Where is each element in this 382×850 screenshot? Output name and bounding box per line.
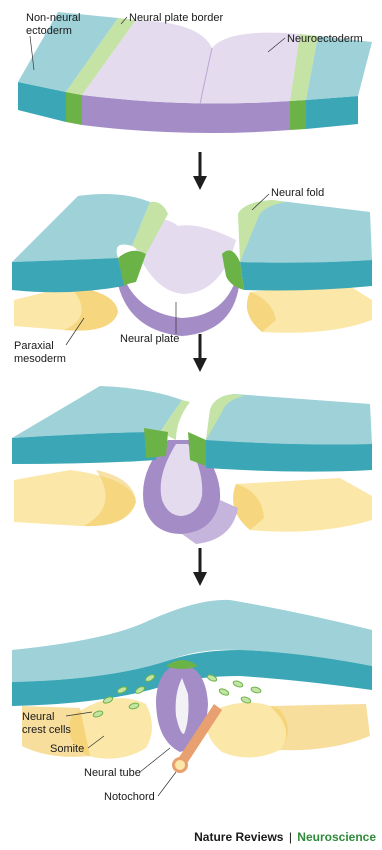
arrow-down-icon	[193, 548, 207, 586]
neural-crest-cell	[232, 680, 243, 688]
label-neuroectoderm: Neuroectoderm	[287, 33, 363, 45]
neural-crest-cell	[250, 686, 261, 694]
label-neural-plate: Neural plate	[120, 333, 179, 345]
stage3-ectoderm-left-front	[12, 432, 160, 464]
stage1-front-ectoderm-right	[306, 96, 358, 129]
credit-section: Neuroscience	[297, 830, 376, 844]
stage1-front-border-left	[66, 92, 82, 125]
stage4-notochord	[174, 759, 187, 772]
stage4-somite-right-side	[270, 704, 370, 750]
label-neural-tube: Neural tube	[84, 767, 141, 779]
stage-3-neural-groove	[12, 386, 372, 544]
credit-separator: |	[287, 830, 294, 844]
stage3-border-left-side	[144, 428, 168, 458]
label-notochord: Notochord	[104, 791, 155, 803]
credit-journal: Nature Reviews	[194, 830, 283, 844]
label-neural-plate-border: Neural plate border	[129, 12, 224, 24]
label-somite: Somite	[50, 743, 84, 755]
arrow-down-icon	[193, 334, 207, 372]
stage1-front-border-right	[290, 100, 306, 130]
neural-crest-cell	[218, 688, 229, 697]
arrow-down-icon	[193, 152, 207, 190]
leader-neural-tube	[140, 748, 170, 772]
leader-notochord	[158, 772, 176, 796]
stage2-ectoderm-right-front	[240, 260, 372, 291]
stage2-ectoderm-left-front	[12, 258, 124, 292]
stage3-ectoderm-right-top	[206, 394, 372, 445]
journal-credit: Nature Reviews | Neuroscience	[194, 830, 376, 844]
stage3-ectoderm-right-front	[206, 440, 372, 472]
label-neural-fold: Neural fold	[271, 187, 324, 199]
